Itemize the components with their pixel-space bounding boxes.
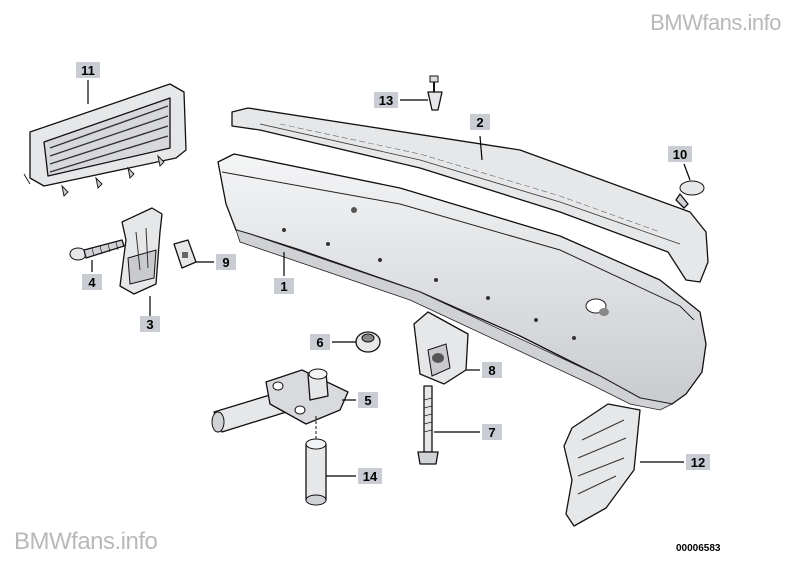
part-2-trim-strip xyxy=(231,107,709,283)
callout-8-label: 8 xyxy=(488,363,495,378)
callout-7: 7 xyxy=(434,424,502,440)
callout-2-label: 2 xyxy=(476,115,483,130)
callout-14: 14 xyxy=(326,468,382,484)
watermark-bottom: BMWfans.info xyxy=(14,528,158,555)
callout-10-label: 10 xyxy=(673,147,687,162)
callout-1-label: 1 xyxy=(280,279,287,294)
callout-5: 5 xyxy=(342,392,378,408)
callout-6: 6 xyxy=(310,334,356,350)
callout-9: 9 xyxy=(196,254,236,270)
callout-7-label: 7 xyxy=(488,425,495,440)
part-3-bracket xyxy=(119,207,163,295)
callout-13-label: 13 xyxy=(379,93,393,108)
part-6-nut xyxy=(355,331,381,353)
watermark-top: BMWfans.info xyxy=(650,10,781,35)
part-11-grille xyxy=(23,83,187,198)
callout-4-label: 4 xyxy=(88,275,96,290)
part-12-reinforcement xyxy=(563,403,641,527)
part-4-screw xyxy=(69,239,125,261)
callout-14-label: 14 xyxy=(363,469,378,484)
callout-13: 13 xyxy=(374,92,428,108)
callout-12-label: 12 xyxy=(691,455,705,470)
part-13-clip xyxy=(427,75,443,111)
callout-11: 11 xyxy=(76,62,100,104)
part-7-long-bolt xyxy=(417,385,439,465)
part-8-mount-bracket xyxy=(413,311,469,385)
callout-5-label: 5 xyxy=(364,393,371,408)
part-9-clip-nut xyxy=(173,239,197,269)
callout-10: 10 xyxy=(668,146,692,181)
callout-1: 1 xyxy=(274,252,294,294)
callout-9-label: 9 xyxy=(222,255,229,270)
callout-8: 8 xyxy=(466,362,502,378)
callout-12: 12 xyxy=(640,454,710,470)
callout-3-label: 3 xyxy=(146,317,153,332)
part-1-bumper xyxy=(217,153,707,411)
reference-number: 00006583 xyxy=(676,543,721,554)
part-14-sleeve xyxy=(305,416,327,506)
callout-2: 2 xyxy=(470,114,490,161)
callout-3: 3 xyxy=(140,296,160,332)
part-5-impact-absorber xyxy=(211,368,349,433)
part-10-bolt xyxy=(675,180,705,209)
callout-6-label: 6 xyxy=(316,335,323,350)
callout-11-label: 11 xyxy=(81,63,95,78)
callout-4: 4 xyxy=(82,260,102,290)
